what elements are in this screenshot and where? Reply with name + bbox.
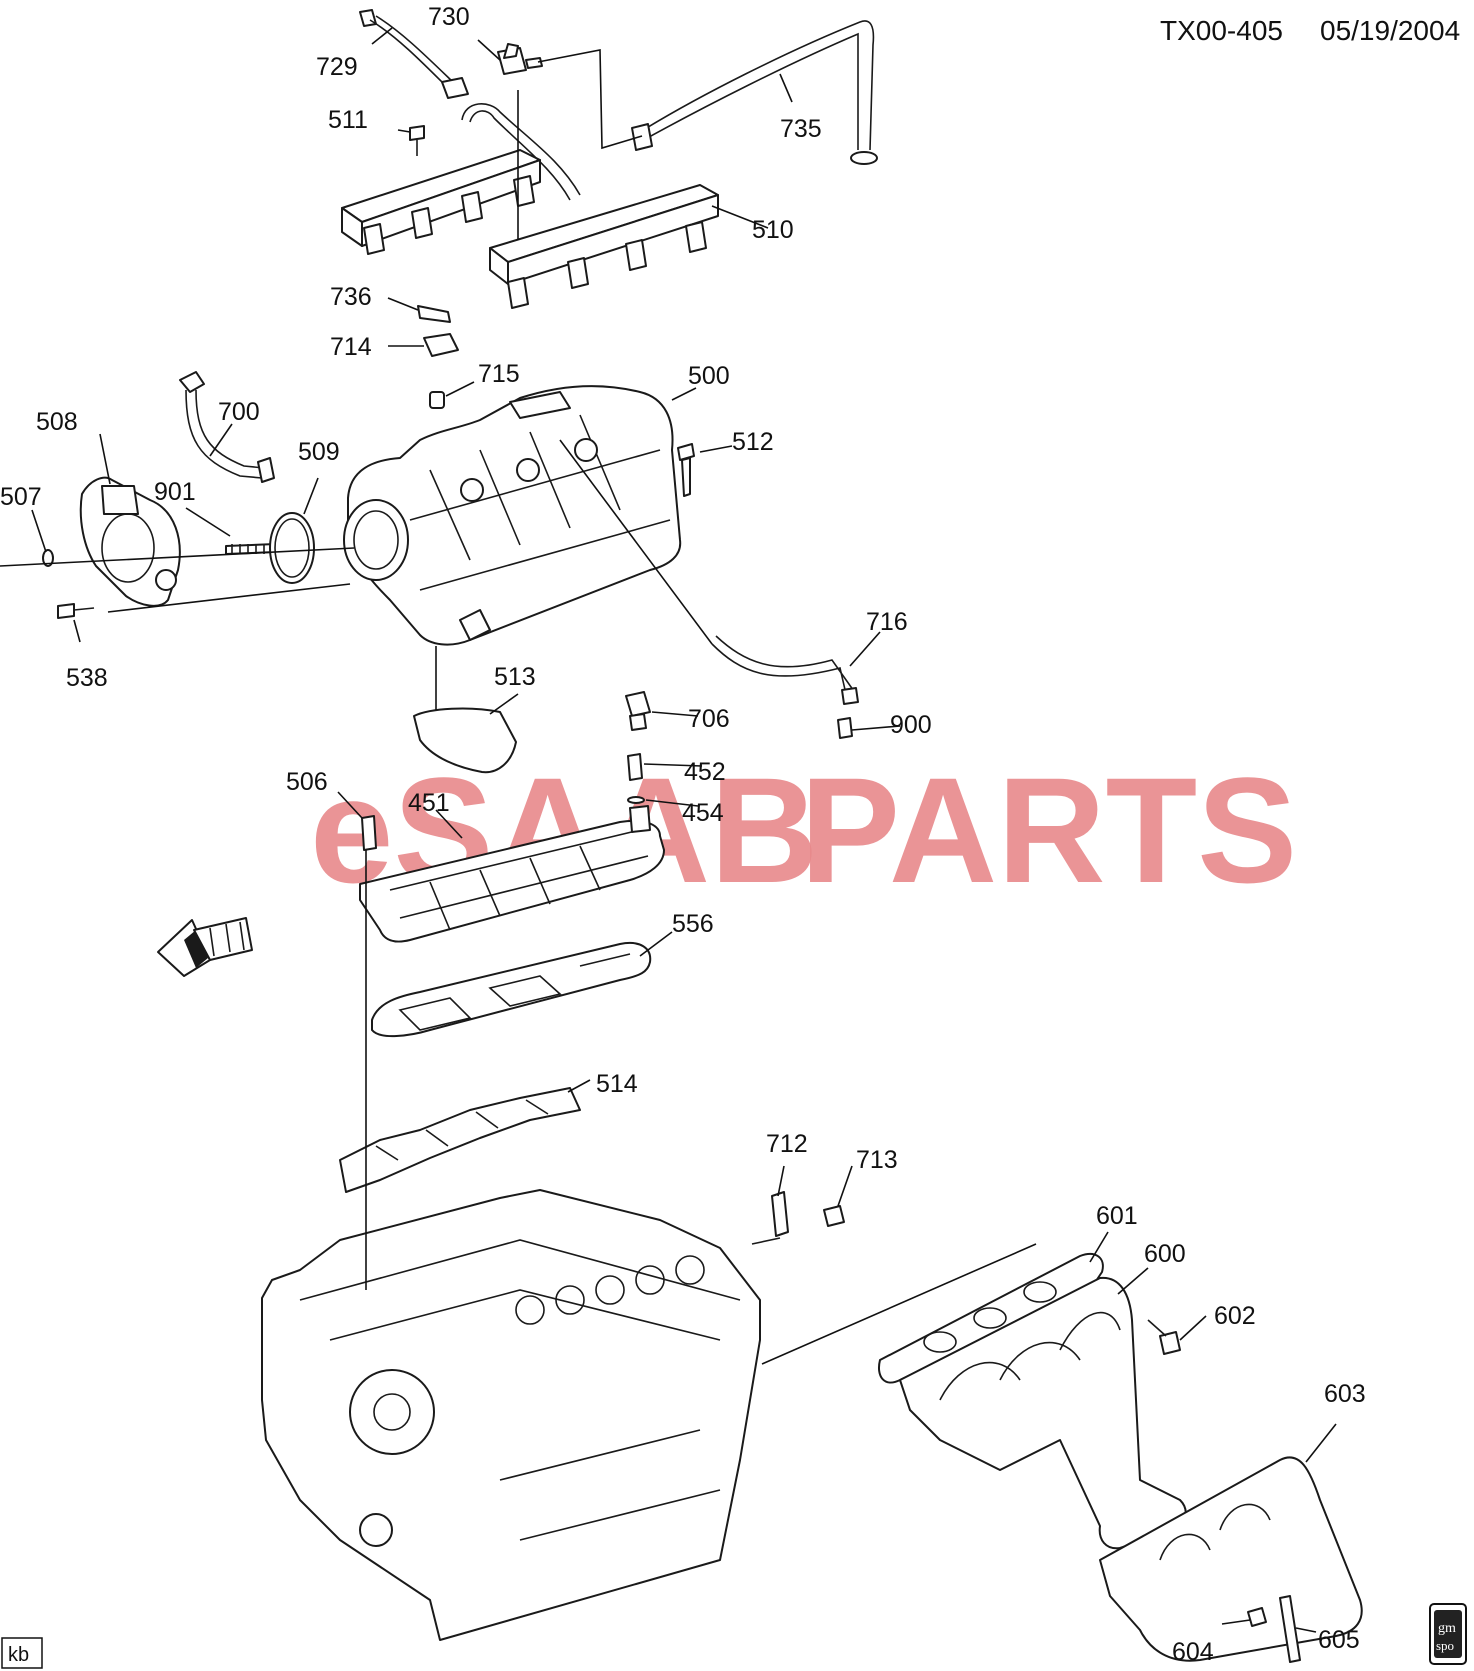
sensor-714 <box>423 333 459 357</box>
callout-labels: 729 730 735 511 510 736 714 715 500 512 … <box>0 3 1366 1666</box>
callout-601: 601 <box>1096 1202 1138 1230</box>
callout-454: 454 <box>682 799 724 827</box>
sensor-712 <box>751 1191 789 1245</box>
callout-901: 901 <box>154 478 196 506</box>
fuel-pressure-regulator-730 <box>497 43 543 75</box>
callout-715: 715 <box>478 360 520 388</box>
stud-605 <box>1279 1595 1301 1663</box>
gasket-556 <box>371 942 652 1037</box>
callout-603: 603 <box>1324 1380 1366 1408</box>
author-initials: kb <box>8 1644 29 1666</box>
callout-511: 511 <box>328 106 368 134</box>
seal-507 <box>42 549 54 567</box>
bolt-512 <box>677 443 695 497</box>
callout-736: 736 <box>330 283 372 311</box>
exhaust-manifold-600 <box>899 1276 1187 1550</box>
fitting-900 <box>837 717 853 739</box>
callout-451: 451 <box>408 789 450 817</box>
throttle-body-508 <box>79 476 181 607</box>
callout-713: 713 <box>856 1146 898 1174</box>
bolt-604 <box>1247 1607 1267 1627</box>
leader-lines <box>0 27 1337 1633</box>
callout-514: 514 <box>596 1070 638 1098</box>
orientation-symbol <box>157 917 253 977</box>
lower-manifold-451 <box>359 805 665 943</box>
fitting-452 <box>627 753 643 781</box>
callout-508: 508 <box>36 408 78 436</box>
document-id: TX00-405 <box>1160 15 1283 46</box>
callout-507: 507 <box>0 483 42 511</box>
callout-510: 510 <box>752 216 794 244</box>
watermark-suffix: PARTS <box>800 746 1297 914</box>
cover-513 <box>413 707 517 774</box>
callout-509: 509 <box>298 438 340 466</box>
callout-506: 506 <box>286 768 328 796</box>
bolt-602 <box>1147 1319 1181 1355</box>
callout-538: 538 <box>66 664 108 692</box>
badge-line-2: spo <box>1436 1638 1454 1653</box>
author-initials-box: kb <box>1 1637 43 1669</box>
engine-block <box>261 1189 761 1641</box>
callout-716: 716 <box>866 608 908 636</box>
callout-714: 714 <box>330 333 372 361</box>
sensor-706 <box>625 691 651 731</box>
callout-700: 700 <box>218 398 260 426</box>
callout-556: 556 <box>672 910 714 938</box>
callout-604: 604 <box>1172 1638 1214 1666</box>
fuel-feed-pipe-735 <box>631 20 878 165</box>
callout-600: 600 <box>1144 1240 1186 1268</box>
plug-713 <box>823 1205 845 1227</box>
callout-712: 712 <box>766 1130 808 1158</box>
bolt-511 <box>409 125 425 156</box>
callout-900: 900 <box>890 711 932 739</box>
callout-500: 500 <box>688 362 730 390</box>
document-date: 05/19/2004 <box>1320 15 1460 46</box>
gm-spo-badge: gm spo <box>1429 1603 1467 1665</box>
bolt-538 <box>57 603 95 619</box>
gasket-514 <box>339 1087 581 1193</box>
callout-729: 729 <box>316 53 358 81</box>
valve-springs <box>515 1255 705 1325</box>
callout-452: 452 <box>684 758 726 786</box>
callout-513: 513 <box>494 663 536 691</box>
badge-line-1: gm <box>1438 1621 1456 1636</box>
callout-730: 730 <box>428 3 470 31</box>
callout-735: 735 <box>780 115 822 143</box>
callout-605: 605 <box>1318 1626 1360 1654</box>
callout-706: 706 <box>688 705 730 733</box>
intake-manifold-500 <box>343 385 682 646</box>
bracket-736 <box>417 305 451 323</box>
bolt-506 <box>361 815 377 851</box>
callout-512: 512 <box>732 428 774 456</box>
pcv-hose-716 <box>711 635 859 705</box>
callout-602: 602 <box>1214 1302 1256 1330</box>
o-ring-454 <box>627 796 645 804</box>
heat-shield-603 <box>1099 1456 1363 1662</box>
gasket-509 <box>269 512 315 584</box>
fuel-rail-510 <box>341 103 719 309</box>
seal-715 <box>429 391 445 409</box>
fuel-line-729 <box>359 9 469 99</box>
vacuum-hose-700 <box>179 371 275 483</box>
